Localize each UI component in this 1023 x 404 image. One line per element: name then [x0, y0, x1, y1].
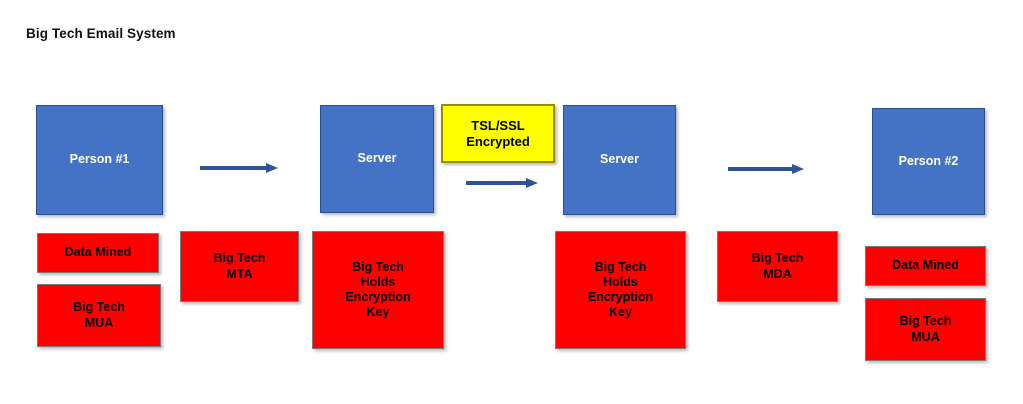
node-person-1-data-mined[interactable]: Data Mined — [37, 233, 159, 273]
node-person-2-data-mined[interactable]: Data Mined — [865, 246, 986, 286]
node-server-2[interactable]: Server — [563, 105, 676, 215]
node-person-1[interactable]: Person #1 — [36, 105, 163, 215]
node-person-1-data-mined-label: Data Mined — [64, 245, 132, 260]
arrow-right-icon-server2-to-person2 — [728, 162, 804, 176]
arrow-right-icon-tls-channel — [466, 176, 538, 190]
diagram-title: Big Tech Email System — [26, 26, 176, 41]
arrow-right-icon-person1-to-server1 — [200, 161, 278, 175]
node-server-1-label: Server — [357, 151, 397, 166]
node-person-1-label: Person #1 — [69, 152, 130, 167]
node-person-2[interactable]: Person #2 — [872, 108, 985, 215]
node-server-1[interactable]: Server — [320, 105, 434, 213]
node-person-2-data-mined-label: Data Mined — [892, 258, 959, 273]
node-person-2-label: Person #2 — [898, 153, 959, 168]
node-server-2-label: Server — [600, 152, 639, 167]
